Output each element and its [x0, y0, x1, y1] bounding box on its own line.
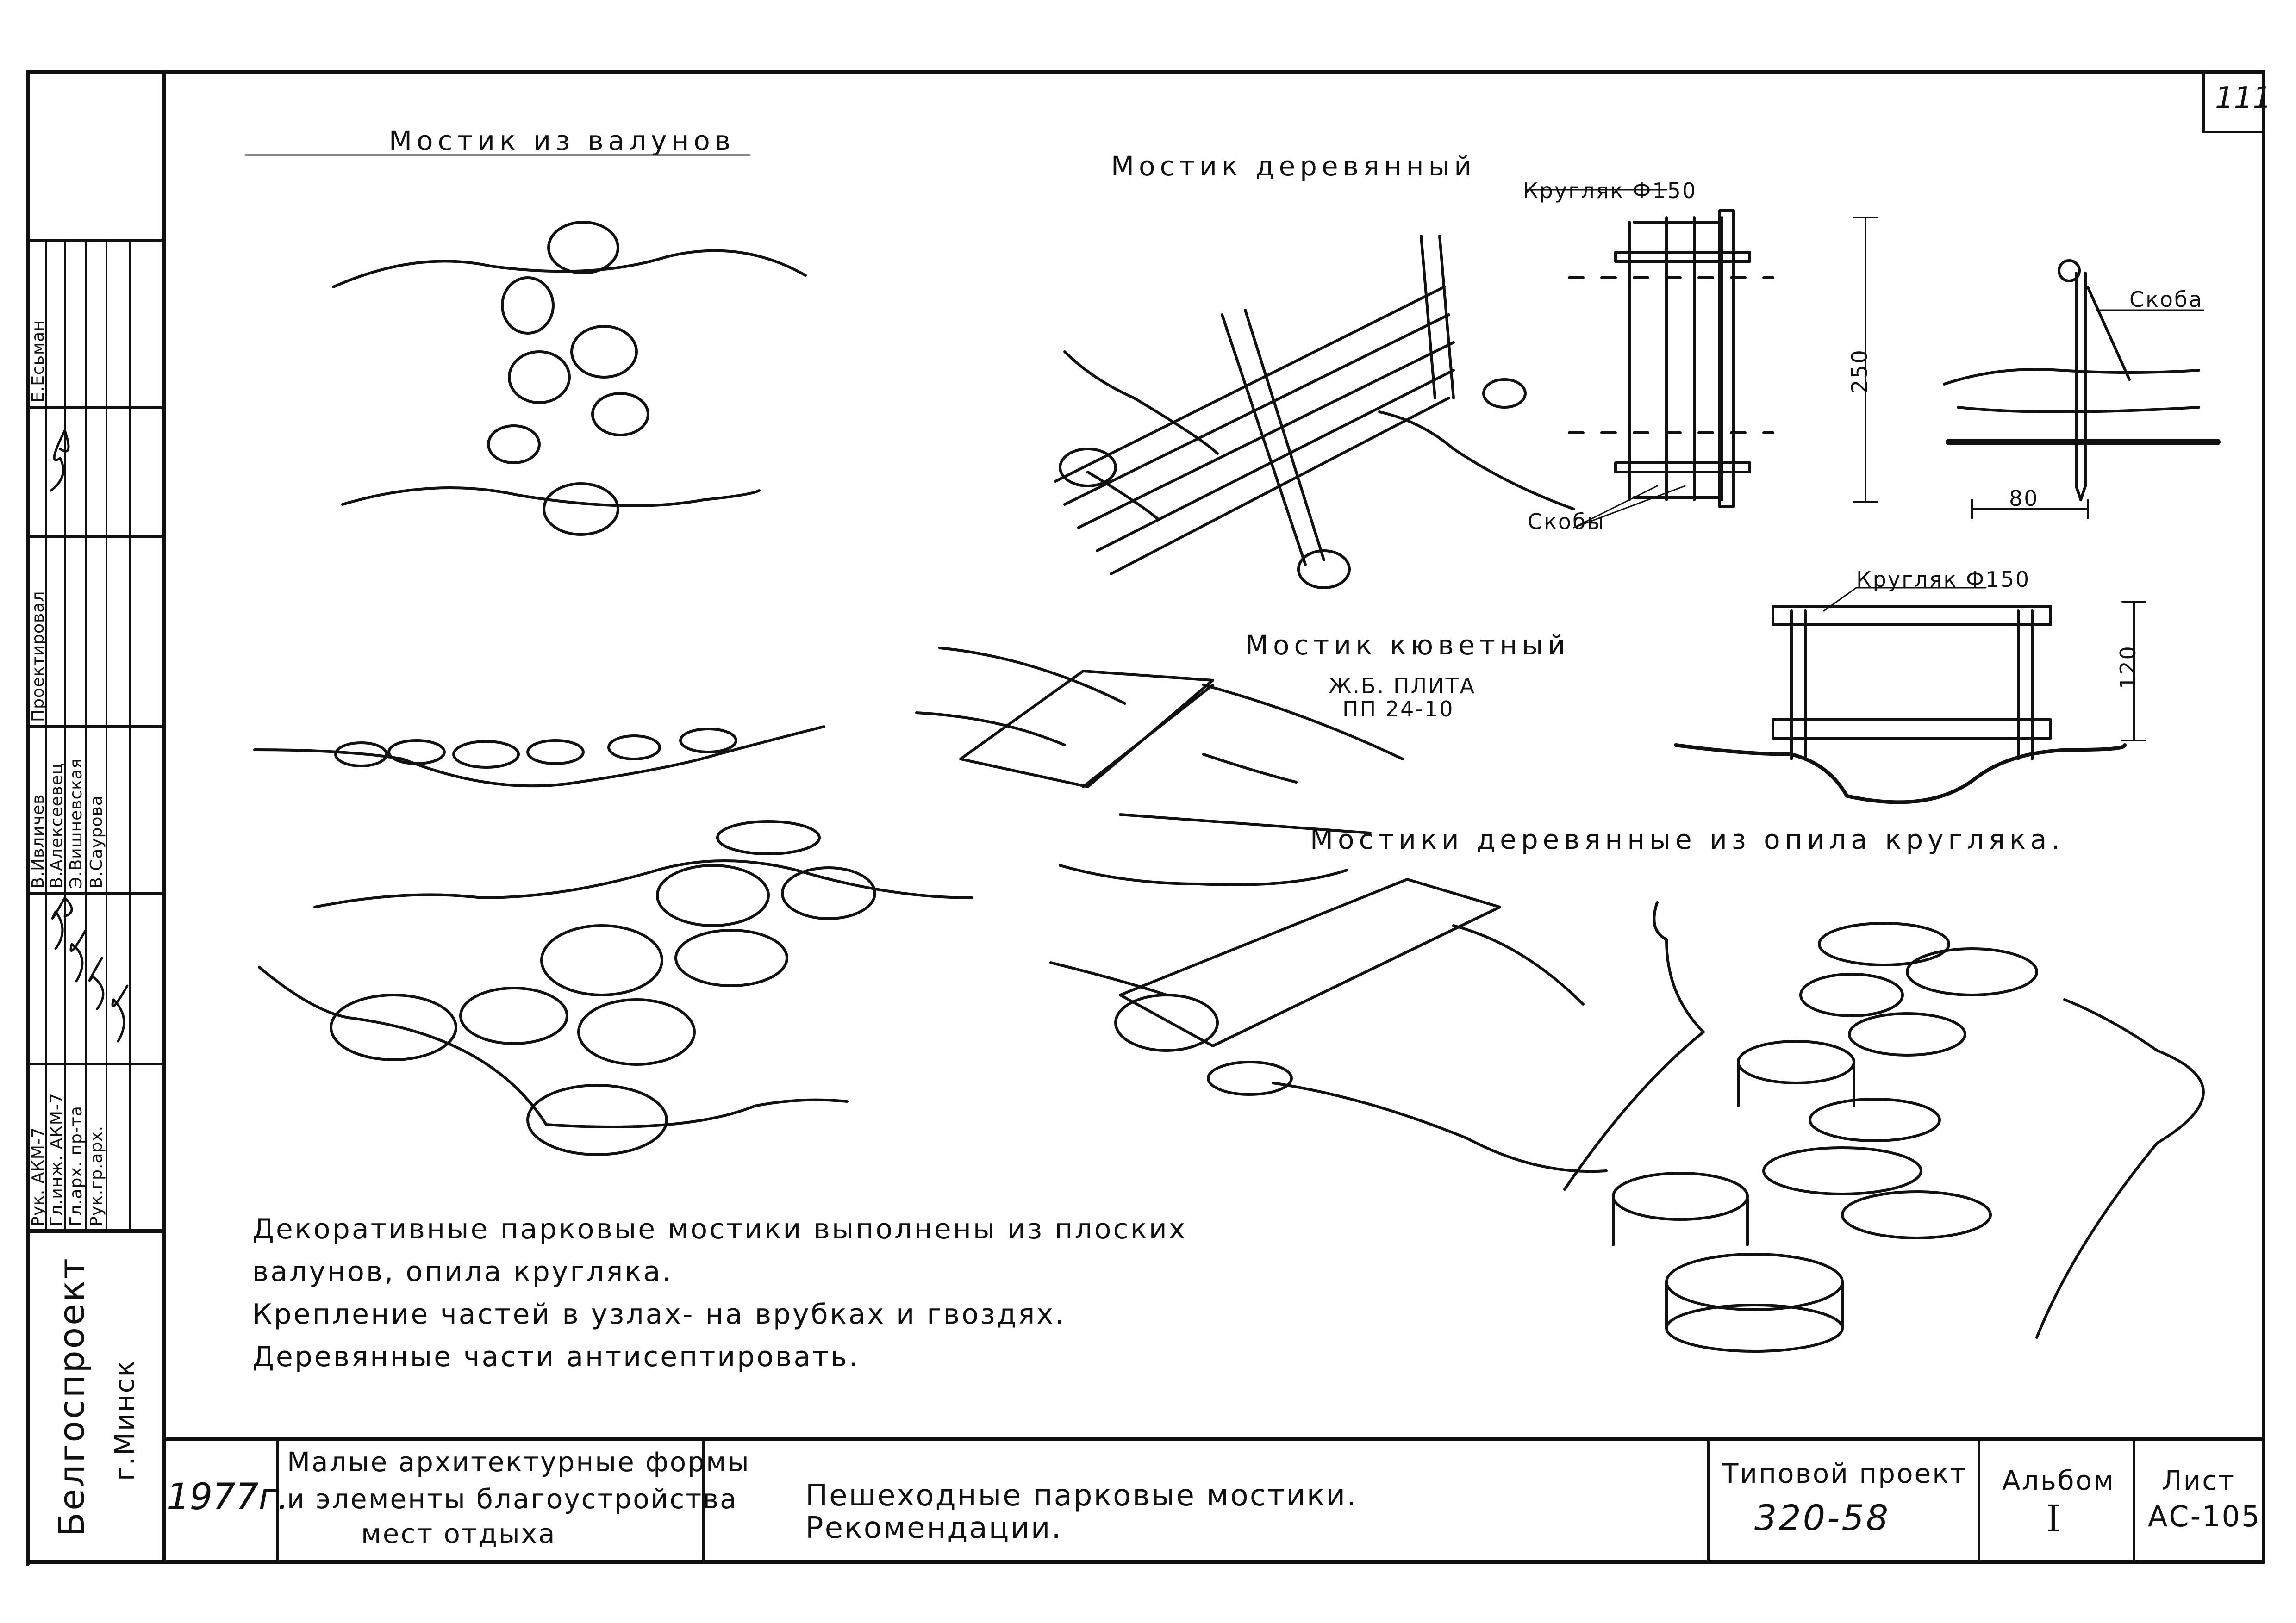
designed-by-name: Е.Есьман [29, 320, 48, 403]
note-line-2: валунов, опила кругляка. [252, 1256, 673, 1288]
sheet-frame [26, 70, 2265, 1566]
ditch-slab-code: ПП 24-10 [1342, 696, 1454, 721]
subject-line-1: Малые архитектурные формы [287, 1446, 750, 1478]
designed-by-label: Проектировал [29, 591, 48, 722]
signatures [50, 429, 129, 1043]
subject-line-2: и элементы благоустройства [287, 1483, 738, 1515]
ditch-bridge-title: Мостик кюветный [1245, 629, 1570, 661]
wooden-bridge-title: Мостик деревянный [1111, 150, 1477, 182]
sheet-code: АС-105 [2148, 1499, 2261, 1533]
year: 1977г. [167, 1476, 289, 1518]
album-value: I [2046, 1497, 2063, 1540]
round-log-label-frame: Кругляк Ф150 [1856, 567, 2031, 592]
organization-name: Белгоспроект [51, 1256, 92, 1536]
stepping-stumps [1563, 901, 2205, 1353]
stamp-role-3: Гл.арх. пр-та [67, 1106, 86, 1226]
round-log-plan-detail [1527, 189, 1878, 529]
boulder-bridge-section [253, 725, 825, 788]
organization-city: г.Минск [109, 1359, 140, 1481]
boulder-bridge-plan [244, 154, 807, 536]
stamp-role-1: Рук. АКМ-7 [29, 1127, 48, 1226]
saw-cut-bridges-title: Мостики деревянные из опила кругляка. [1310, 824, 2065, 855]
stamp-role-2: Гл.инж. АКМ-7 [47, 1093, 66, 1226]
stamp-name-4: В.Саурова [87, 795, 106, 889]
dimension-120: 120 [2115, 645, 2140, 690]
stamp-role-4: Рук.гр.арх. [87, 1125, 106, 1226]
stamp-name-1: В.Ивличев [29, 794, 48, 889]
staple-section-detail [1943, 259, 2221, 519]
ditch-slab-label: Ж.Б. ПЛИТА [1329, 673, 1476, 698]
boulder-bridge-perspective [258, 820, 973, 1156]
note-line-1: Декоративные парковые мостики выполнены … [252, 1213, 1187, 1245]
project-number: 320-58 [1754, 1497, 1890, 1538]
sheet-number: 111 [2215, 81, 2272, 115]
project-label: Типовой проект [1722, 1458, 1967, 1489]
round-log-frame-elevation [1674, 587, 2146, 804]
album-label: Альбом [2002, 1465, 2115, 1496]
single-log-bridge [1049, 864, 1608, 1173]
sheet-label: Лист [2162, 1465, 2235, 1496]
ditch-bridge [915, 647, 1404, 834]
sheet-title-line-2: Рекомендации. [805, 1511, 1062, 1545]
notes-block: Декоративные парковые мостики выполнены … [252, 1208, 1187, 1378]
staples-label: Скобы [1528, 509, 1605, 534]
note-line-3: Крепление частей в узлах- на врубках и г… [252, 1298, 1066, 1331]
note-line-4: Деревянные части антисептировать. [252, 1341, 860, 1373]
subject-line-3: мест отдыха [361, 1518, 556, 1549]
sheet-title-line-1: Пешеходные парковые мостики. [805, 1479, 1358, 1513]
dimension-80: 80 [2009, 486, 2039, 511]
stamp-name-3: Э.Вишневская [67, 758, 86, 889]
staple-label: Скоба [2129, 287, 2203, 312]
boulder-bridge-title: Мостик из валунов [389, 125, 736, 156]
dimension-250: 250 [1847, 348, 1872, 393]
wooden-log-bridge [1054, 235, 1575, 589]
stamp-name-2: В.Алексеевец [47, 763, 66, 889]
round-log-label-plan: Кругляк Ф150 [1523, 178, 1697, 203]
